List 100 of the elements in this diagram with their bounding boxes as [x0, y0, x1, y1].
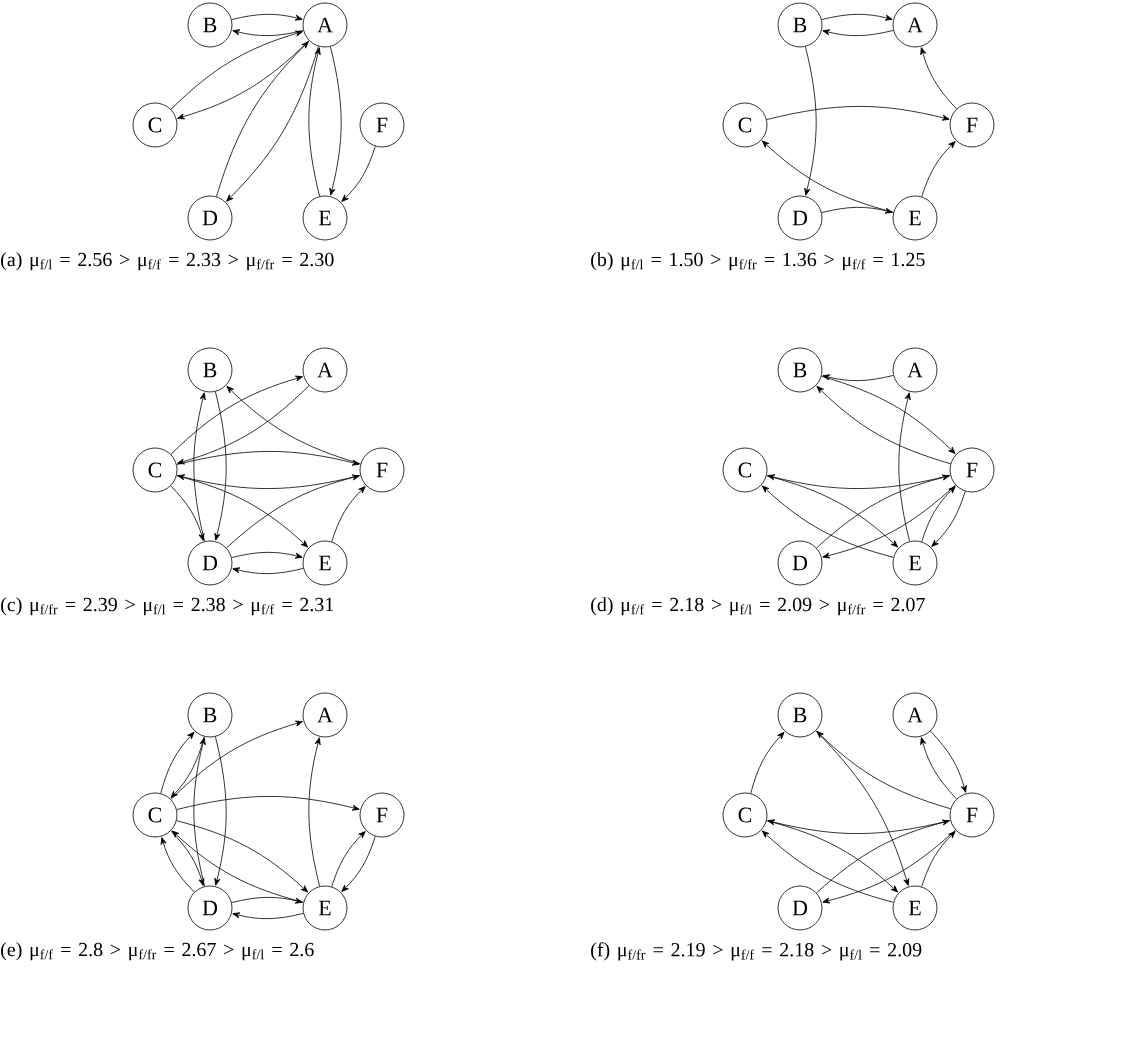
arrow	[170, 830, 205, 886]
arrow	[329, 46, 342, 196]
arrow	[226, 474, 360, 549]
arrow	[308, 47, 321, 197]
arrow	[176, 475, 309, 548]
arrow	[170, 720, 303, 800]
graph-node: B	[187, 347, 233, 393]
graph-node: D	[187, 540, 233, 586]
arrow	[177, 385, 310, 465]
graph-node: C	[132, 792, 178, 838]
arrow	[170, 30, 303, 110]
graph-node: D	[777, 540, 823, 586]
graph-node: A	[302, 347, 348, 393]
arrow	[177, 40, 310, 120]
graph-node: B	[777, 2, 823, 48]
arrow	[231, 13, 303, 21]
graph-node: B	[187, 2, 233, 48]
graph-node: D	[187, 195, 233, 241]
graph-node: F	[949, 447, 995, 493]
arrow	[160, 731, 195, 794]
graph-node: F	[359, 102, 405, 148]
graph-node: D	[187, 885, 233, 931]
arrow	[920, 47, 957, 110]
arrow	[226, 46, 319, 202]
arrow	[804, 46, 817, 196]
arrow	[331, 831, 366, 888]
graph-node: B	[187, 692, 233, 738]
arrow	[766, 106, 950, 121]
arrow	[816, 819, 950, 894]
graph-node: C	[722, 102, 768, 148]
caption: (a) μ$_{f/l}$ = 2.56 > μ$_{f/f}$ = 2.33 > μ$_{f/fr}$ = 2.30	[1, 252, 334, 271]
graph-node: F	[359, 447, 405, 493]
graph-node: E	[892, 195, 938, 241]
arrow	[160, 837, 195, 893]
graph-node: F	[949, 102, 995, 148]
arrow	[921, 831, 956, 888]
graph-node: B	[777, 692, 823, 738]
arrow	[822, 484, 956, 559]
arrow	[193, 392, 206, 542]
arrow	[750, 731, 785, 794]
arrow	[232, 912, 304, 920]
graph-node: F	[949, 792, 995, 838]
arrow	[816, 474, 950, 549]
arrow	[931, 490, 966, 547]
arrow	[821, 375, 956, 454]
arrow	[930, 730, 967, 793]
arrow	[171, 830, 304, 903]
arrow	[816, 385, 951, 465]
arrow	[231, 896, 303, 904]
graph-node: B	[777, 347, 823, 393]
caption: (e) μ$_{f/f}$ = 2.8 > μ$_{f/fr}$ = 2.67 > μ$_{f/l}$ = 2.6	[1, 942, 314, 961]
arrow	[216, 41, 309, 197]
arrow	[822, 374, 894, 382]
arrow	[214, 391, 227, 541]
arrow	[761, 140, 894, 213]
arrow	[170, 375, 303, 455]
arrow	[232, 29, 304, 37]
graph-node: C	[722, 447, 768, 493]
graph-node: E	[892, 540, 938, 586]
graph-node: E	[892, 885, 938, 931]
arrow	[176, 820, 309, 893]
arrow	[821, 13, 893, 21]
arrow	[761, 830, 894, 903]
graph-node: D	[777, 195, 823, 241]
arrow	[816, 730, 951, 810]
arrow	[170, 485, 205, 541]
graph-node: A	[892, 2, 938, 48]
graph-node: A	[302, 692, 348, 738]
graph-node: C	[132, 102, 178, 148]
arrow	[226, 385, 361, 465]
graph-node: A	[892, 347, 938, 393]
arrow	[822, 829, 956, 904]
graph-node: A	[892, 692, 938, 738]
arrow	[341, 145, 376, 202]
arrow	[766, 475, 899, 548]
arrow	[341, 835, 376, 892]
arrow	[920, 737, 957, 800]
arrow	[214, 736, 227, 886]
graph-node: D	[777, 885, 823, 931]
arrow	[231, 551, 303, 559]
arrow	[815, 730, 910, 886]
arrow	[761, 485, 894, 558]
graph-node: E	[302, 195, 348, 241]
arrow	[822, 29, 894, 37]
arrow	[308, 737, 321, 887]
graph-node: A	[302, 2, 348, 48]
arrow	[176, 451, 360, 466]
caption: (f) μ$_{f/fr}$ = 2.19 > μ$_{f/f}$ = 2.18 > μ$_{f/l}$ = 2.09	[591, 942, 922, 961]
caption: (c) μ$_{f/fr}$ = 2.39 > μ$_{f/l}$ = 2.38 > μ$_{f/f}$ = 2.31	[1, 597, 334, 616]
graph-node: E	[302, 885, 348, 931]
graph-node: F	[359, 792, 405, 838]
arrow	[766, 820, 899, 893]
arrow	[821, 206, 893, 214]
arrow	[921, 141, 956, 198]
arrow	[232, 567, 304, 575]
arrow	[193, 737, 206, 887]
graph-node: C	[722, 792, 768, 838]
arrow	[331, 486, 366, 543]
arrow	[170, 736, 205, 799]
arrow	[898, 392, 911, 542]
